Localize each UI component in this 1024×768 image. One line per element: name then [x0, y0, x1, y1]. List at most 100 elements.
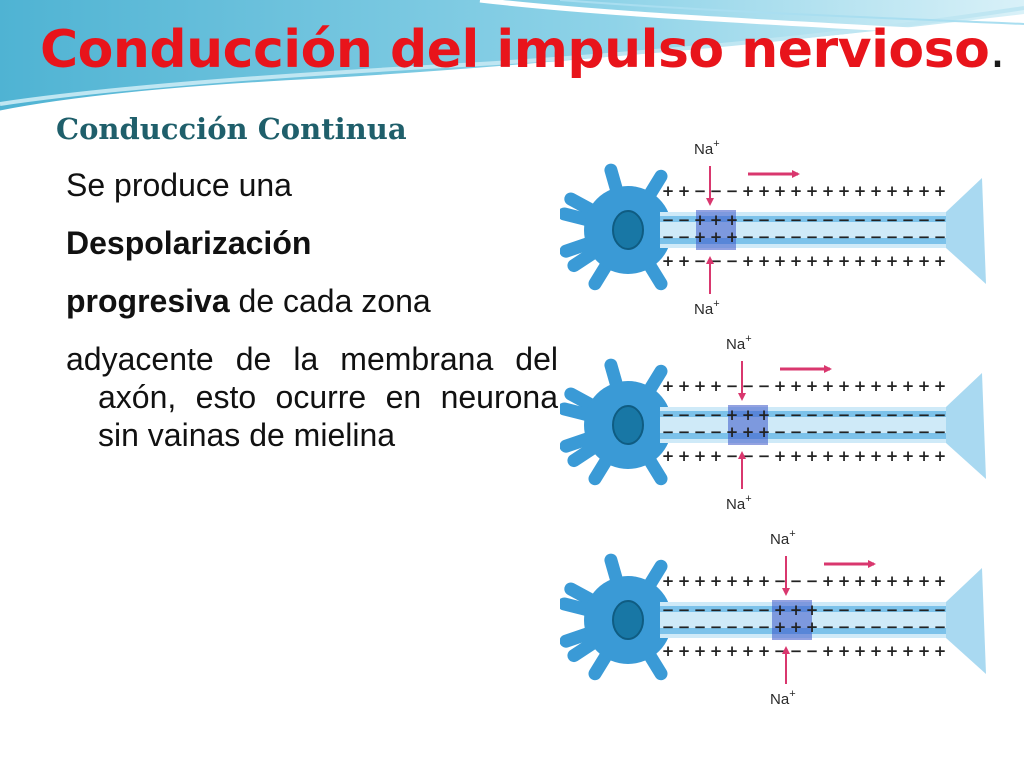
body-line-2: Despolarización	[66, 224, 558, 262]
charge-inner-bottom: −	[726, 618, 739, 636]
charge-inner-top: +	[790, 601, 803, 619]
charge-outer-top: +	[902, 182, 915, 200]
charge-outer-bottom: +	[934, 642, 947, 660]
charge-inner-bottom: −	[758, 228, 771, 246]
charge-outer-bottom: +	[758, 642, 771, 660]
charge-inner-top: −	[678, 601, 691, 619]
charge-inner-top: +	[758, 406, 771, 424]
charge-outer-top: +	[678, 182, 691, 200]
charge-outer-bottom: −	[742, 447, 755, 465]
charge-outer-bottom: −	[758, 447, 771, 465]
charge-inner-bottom: +	[806, 618, 819, 636]
charge-outer-bottom: +	[678, 447, 691, 465]
charge-outer-top: +	[774, 182, 787, 200]
charge-outer-bottom: +	[902, 642, 915, 660]
charge-inner-top: −	[854, 601, 867, 619]
charge-inner-top: −	[870, 601, 883, 619]
charge-outer-bottom: +	[838, 447, 851, 465]
charge-inner-bottom: −	[838, 618, 851, 636]
charge-outer-top: +	[822, 377, 835, 395]
charge-inner-bottom: −	[710, 618, 723, 636]
charge-inner-top: −	[662, 211, 675, 229]
charge-outer-top: +	[662, 572, 675, 590]
body-line-1: Se produce una	[66, 167, 292, 203]
charge-inner-bottom: +	[726, 423, 739, 441]
charge-inner-bottom: −	[822, 228, 835, 246]
charge-inner-bottom: +	[774, 618, 787, 636]
charge-outer-top: −	[694, 182, 707, 200]
body-line-4: adyacente de la membrana del axón, esto …	[66, 341, 558, 453]
cell-nucleus	[612, 210, 644, 250]
charge-outer-top: +	[918, 182, 931, 200]
charge-inner-top: −	[838, 601, 851, 619]
header-wave-decoration	[0, 0, 1024, 114]
charge-inner-top: −	[790, 211, 803, 229]
charge-outer-bottom: +	[758, 252, 771, 270]
charge-inner-bottom: −	[934, 423, 947, 441]
charge-inner-bottom: −	[806, 423, 819, 441]
charge-outer-bottom: +	[710, 447, 723, 465]
charge-outer-top: +	[790, 377, 803, 395]
neuron-conduction-diagram: ++−−−+++++++++++++−−+++−−−−−−−−−−−−−−−++…	[560, 138, 986, 708]
charge-outer-bottom: +	[678, 252, 691, 270]
charge-outer-bottom: +	[662, 252, 675, 270]
body-bold-despolarizacion: Despolarización	[66, 225, 312, 261]
charge-inner-bottom: −	[886, 228, 899, 246]
charge-inner-top: −	[694, 601, 707, 619]
charge-inner-bottom: −	[934, 228, 947, 246]
charge-outer-bottom: +	[710, 642, 723, 660]
charge-outer-bottom: +	[822, 252, 835, 270]
slide-title: Conducción del impulso nervioso.	[40, 20, 1006, 80]
charge-outer-top: +	[886, 182, 899, 200]
charge-inner-top: −	[918, 601, 931, 619]
charge-outer-bottom: +	[662, 447, 675, 465]
neuron-panel-1: ++−−−+++++++++++++−−+++−−−−−−−−−−−−−−−++…	[560, 138, 986, 318]
charge-outer-bottom: +	[678, 642, 691, 660]
charge-outer-top: +	[710, 377, 723, 395]
charge-inner-bottom: −	[918, 228, 931, 246]
charge-inner-bottom: −	[822, 618, 835, 636]
slide-body: Se produce una Despolarización progresiv…	[66, 166, 558, 454]
charge-inner-top: −	[774, 211, 787, 229]
charge-inner-bottom: −	[790, 423, 803, 441]
charge-outer-top: +	[806, 182, 819, 200]
charge-outer-bottom: +	[934, 252, 947, 270]
charge-inner-bottom: −	[838, 423, 851, 441]
charge-outer-top: +	[886, 572, 899, 590]
charge-inner-top: −	[886, 406, 899, 424]
charge-inner-bottom: +	[742, 423, 755, 441]
charge-inner-bottom: −	[678, 228, 691, 246]
neuron-conduction-figure: ++−−−+++++++++++++−−+++−−−−−−−−−−−−−−−++…	[560, 108, 992, 720]
charge-inner-bottom: −	[742, 618, 755, 636]
charge-outer-bottom: +	[806, 447, 819, 465]
charge-inner-top: −	[822, 406, 835, 424]
charge-outer-top: +	[822, 182, 835, 200]
charge-outer-bottom: +	[742, 252, 755, 270]
charge-outer-bottom: −	[694, 252, 707, 270]
charge-outer-top: +	[790, 182, 803, 200]
charge-outer-bottom: +	[838, 252, 851, 270]
charge-inner-top: −	[918, 406, 931, 424]
charge-inner-bottom: +	[726, 228, 739, 246]
axon-inner-band-top	[660, 411, 946, 417]
charge-inner-top: −	[854, 211, 867, 229]
charge-outer-bottom: +	[774, 447, 787, 465]
body-line-3-rest: de cada zona	[229, 283, 431, 319]
charge-outer-top: +	[726, 572, 739, 590]
charge-outer-top: +	[870, 182, 883, 200]
charge-inner-bottom: −	[758, 618, 771, 636]
charge-inner-bottom: −	[902, 423, 915, 441]
axon-terminal	[946, 178, 986, 284]
charge-inner-bottom: −	[902, 228, 915, 246]
neuron-panel-2: ++++−−−+++++++++++−−−−+++−−−−−−−−−−−−−−−…	[560, 333, 986, 513]
slide-title-dot: .	[989, 20, 1006, 80]
charge-outer-top: +	[854, 182, 867, 200]
charge-outer-top: +	[870, 377, 883, 395]
charge-inner-bottom: +	[758, 423, 771, 441]
charge-outer-top: +	[662, 182, 675, 200]
charge-outer-top: −	[726, 182, 739, 200]
charge-inner-bottom: −	[934, 618, 947, 636]
charge-outer-top: +	[902, 377, 915, 395]
charge-outer-bottom: +	[918, 252, 931, 270]
charge-inner-bottom: −	[662, 423, 675, 441]
